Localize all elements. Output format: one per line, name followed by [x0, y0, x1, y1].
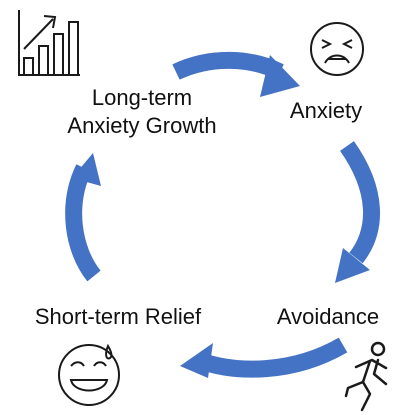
- node-growth-line1: Long-term: [91, 85, 193, 110]
- arrow-growth-to-anxiety: [172, 51, 300, 97]
- node-long-term-anxiety-growth: Long-term Anxiety Growth: [42, 84, 242, 140]
- arrow-anxiety-to-avoidance: [335, 141, 380, 283]
- running-person-icon: [344, 341, 388, 412]
- node-short-term-relief: Short-term Relief: [34, 304, 202, 329]
- arrow-avoidance-to-relief: [180, 337, 348, 378]
- arrow-relief-to-growth: [65, 153, 101, 282]
- bar-chart-growth-icon: [18, 10, 80, 76]
- node-avoidance: Avoidance: [276, 304, 380, 329]
- node-growth-line2: Anxiety Growth: [67, 113, 217, 138]
- relieved-smiling-face-icon: [58, 343, 120, 406]
- node-anxiety: Anxiety: [289, 98, 363, 123]
- distressed-face-icon: [310, 22, 364, 76]
